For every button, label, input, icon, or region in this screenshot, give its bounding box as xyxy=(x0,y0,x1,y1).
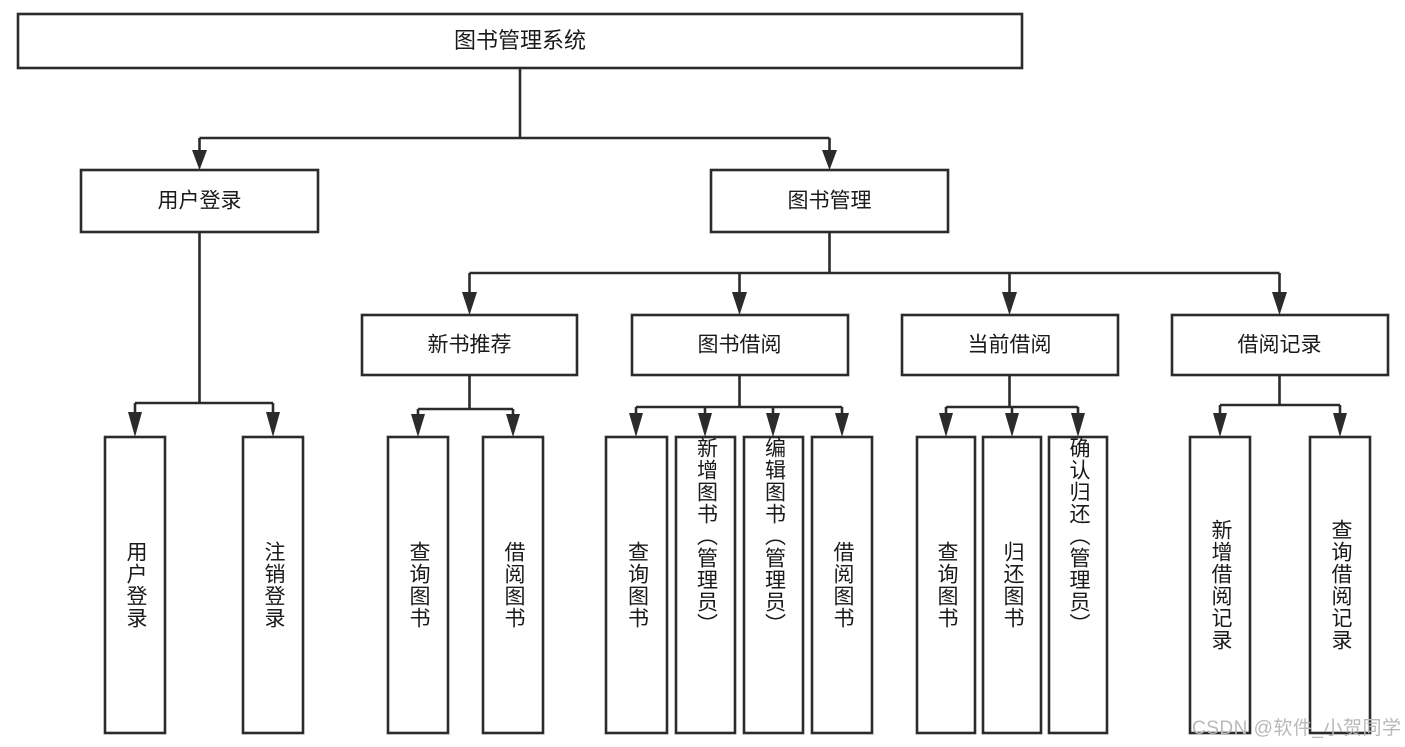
node-box-leaf-user-login[interactable] xyxy=(103,435,167,735)
node-box-leaf-add-book-admin[interactable] xyxy=(674,435,737,735)
arrow-borrow-record-leaf-2 xyxy=(1333,413,1347,437)
arrow-user-login-leaf-1 xyxy=(128,412,142,437)
node-box-leaf-confirm-return-admin[interactable] xyxy=(1047,435,1109,735)
arrow-current-borrow-leaf-3 xyxy=(1071,413,1085,437)
arrow-root-to-user-login xyxy=(192,150,207,170)
arrow-to-borrow-record xyxy=(1272,292,1287,315)
node-label-borrow-record: 借阅记录 xyxy=(1238,334,1322,357)
node-box-leaf-add-borrow-record[interactable] xyxy=(1188,435,1252,735)
node-box-leaf-query-book-borrow[interactable] xyxy=(604,435,669,735)
arrow-user-login-leaf-2 xyxy=(266,412,280,437)
node-label-new-book-recommend: 新书推荐 xyxy=(428,334,512,357)
arrow-to-new-book-rec xyxy=(462,292,477,315)
arrow-book-borrow-leaf-2 xyxy=(698,413,712,437)
arrow-borrow-record-leaf-1 xyxy=(1213,413,1227,437)
node-box-system-root[interactable] xyxy=(16,12,1024,70)
node-box-book-borrow[interactable] xyxy=(630,313,850,377)
arrow-current-borrow-leaf-2 xyxy=(1005,413,1019,437)
arrow-to-book-borrow xyxy=(732,292,747,315)
csdn-watermark: CSDN @软件_小贺同学 xyxy=(1192,718,1402,739)
arrow-new-book-rec-leaf-2 xyxy=(506,414,520,437)
node-label-book-management: 图书管理 xyxy=(788,190,872,213)
node-box-leaf-query-book-current[interactable] xyxy=(915,435,977,735)
node-box-leaf-query-book-rec[interactable] xyxy=(386,435,450,735)
node-box-new-book-recommend[interactable] xyxy=(360,313,579,377)
node-box-borrow-record[interactable] xyxy=(1170,313,1390,377)
node-box-leaf-borrow-book[interactable] xyxy=(810,435,874,735)
node-box-current-borrow[interactable] xyxy=(900,313,1120,377)
node-box-leaf-logout-login[interactable] xyxy=(241,435,305,735)
arrow-current-borrow-leaf-1 xyxy=(939,413,953,437)
arrow-root-to-book-mgmt xyxy=(822,150,837,170)
node-box-leaf-edit-book-admin[interactable] xyxy=(742,435,805,735)
arrow-to-current-borrow xyxy=(1002,292,1017,315)
node-label-book-borrow: 图书借阅 xyxy=(698,334,782,357)
node-box-leaf-return-book[interactable] xyxy=(981,435,1043,735)
node-box-leaf-query-borrow-record[interactable] xyxy=(1308,435,1372,735)
arrow-book-borrow-leaf-1 xyxy=(629,413,643,437)
node-box-user-login[interactable] xyxy=(79,168,320,234)
node-label-system-root: 图书管理系统 xyxy=(454,28,586,53)
arrow-book-borrow-leaf-4 xyxy=(835,413,849,437)
node-label-current-borrow: 当前借阅 xyxy=(968,334,1052,357)
arrow-book-borrow-leaf-3 xyxy=(766,413,780,437)
node-label-user-login: 用户登录 xyxy=(158,190,242,213)
node-layer: 图书管理系统 用户登录 图书管理 新书推荐 图书借阅 当前借阅 借阅记录 xyxy=(16,12,1390,735)
arrow-new-book-rec-leaf-1 xyxy=(411,414,425,437)
connector-layer xyxy=(128,68,1347,437)
node-box-book-management[interactable] xyxy=(709,168,950,234)
node-box-leaf-borrow-book-rec[interactable] xyxy=(481,435,545,735)
